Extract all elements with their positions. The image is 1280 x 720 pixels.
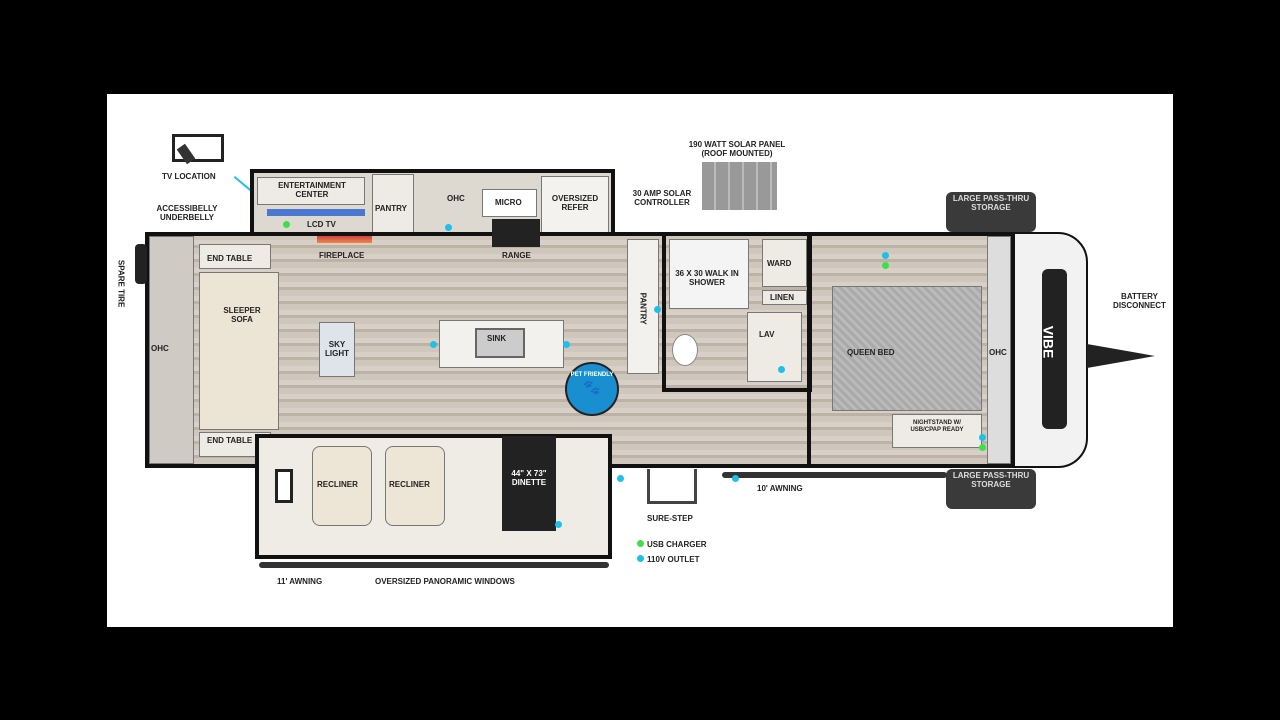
ohc-rear-label: OHC [151, 344, 169, 353]
storage-top-label: Large Pass-Thru Storage [952, 194, 1030, 212]
legend-usb-label: USB Charger [647, 540, 707, 549]
outlet-icon [979, 434, 986, 441]
front-window [1042, 269, 1067, 429]
lavatory [747, 312, 802, 382]
sure-step-label: Sure-Step [647, 514, 693, 523]
refer-label: Oversized Refer [551, 194, 599, 213]
outlet-icon [617, 475, 624, 482]
end-table-top-label: End Table [207, 254, 253, 263]
front-ohc [987, 236, 1011, 464]
storage-top: Large Pass-Thru Storage [946, 192, 1036, 232]
floorplan-panel: TV Location Accessibelly Underbelly Ente… [107, 94, 1173, 627]
outlet-legend-icon [637, 555, 644, 562]
fireplace-label: Fireplace [319, 251, 365, 260]
fireplace-graphic [317, 236, 372, 243]
shower-label: 36 x 30 Walk In Shower [675, 269, 739, 288]
legend-outlet-label: 110V Outlet [647, 555, 700, 564]
sleeper-sofa [199, 272, 279, 430]
ohc-kitchen-label: OHC [447, 194, 465, 203]
sleeper-sofa-label: Sleeper Sofa [223, 306, 261, 325]
shower [669, 239, 749, 309]
queen-bed [832, 286, 982, 411]
spare-tire-label: Spare Tire [116, 259, 126, 308]
slideout-door [275, 469, 293, 503]
spare-tire-icon [135, 244, 147, 284]
lav-label: Lav [759, 330, 775, 339]
linen [762, 290, 807, 305]
pantry-2-label: Pantry [638, 292, 648, 325]
solar-panel-icon [702, 162, 777, 210]
usb-charger-icon [283, 221, 290, 228]
outlet-icon [555, 521, 562, 528]
tv-location-label: TV Location [162, 172, 216, 181]
panoramic-windows-label: Oversized Panoramic Windows [375, 577, 515, 586]
outlet-icon [882, 252, 889, 259]
pet-friendly-badge: Pet Friendly🐾 [565, 362, 619, 416]
solar-panel-label: 190 Watt Solar Panel (Roof Mounted) [688, 140, 786, 159]
storage-bottom-label: Large Pass-Thru Storage [952, 471, 1030, 489]
outlet-icon [732, 475, 739, 482]
sky-light-label: Sky Light [325, 340, 349, 359]
bedroom-wall [807, 232, 811, 468]
lcd-tv-label: LCD TV [307, 220, 336, 229]
range-label: Range [502, 251, 531, 260]
toilet [672, 334, 698, 366]
awning-11-label: 11' Awning [277, 577, 323, 586]
sky-light [319, 322, 355, 377]
nightstand [892, 414, 982, 448]
end-table-top [199, 244, 271, 269]
awning-11-bar [259, 562, 609, 568]
wardrobe-label: Ward [767, 259, 792, 268]
usb-charger-icon [882, 262, 889, 269]
lcd-tv [267, 209, 365, 216]
refrigerator [541, 176, 609, 234]
nightstand-label: Nightstand w/ USB/Cpap Ready [910, 420, 964, 433]
range [492, 219, 540, 247]
outlet-icon [430, 341, 437, 348]
entertainment-label: Entertainment Center [278, 181, 346, 200]
recliner-1 [312, 446, 372, 526]
recliner-2-label: Recliner [389, 480, 430, 489]
brand-logo: Vibe [1040, 325, 1057, 359]
sink-label: Sink [487, 334, 507, 343]
hitch [1087, 344, 1155, 368]
tv-icon [172, 134, 224, 165]
dinette-table [502, 436, 556, 531]
recliner-2 [385, 446, 445, 526]
microwave [482, 189, 537, 217]
accessibelly-label: Accessibelly Underbelly [156, 204, 218, 223]
micro-label: Micro [495, 198, 522, 207]
outlet-icon [654, 306, 661, 313]
outlet-icon [563, 341, 570, 348]
storage-bottom: Large Pass-Thru Storage [946, 469, 1036, 509]
usb-charger-legend-icon [637, 540, 644, 547]
outlet-icon [778, 366, 785, 373]
queen-bed-label: Queen Bed [847, 348, 895, 357]
outlet-icon [445, 224, 452, 231]
entertainment-center [257, 177, 365, 205]
dinette-label: 44" X 73" Dinette [511, 469, 547, 488]
linen-label: Linen [770, 293, 794, 302]
battery-disconnect-label: Battery Disconnect [1113, 292, 1166, 311]
pet-friendly-label: Pet Friendly [570, 372, 614, 378]
end-table-bottom-label: End Table [207, 436, 253, 445]
ohc-front-label: OHC [989, 348, 1007, 357]
wardrobe [762, 239, 807, 287]
rear-ohc [149, 236, 194, 464]
solar-controller-label: 30 Amp Solar Controller [632, 189, 692, 208]
usb-charger-icon [979, 444, 986, 451]
recliner-1-label: Recliner [317, 480, 358, 489]
sure-step-icon [647, 469, 697, 504]
pantry-label: Pantry [375, 204, 407, 213]
sink [475, 328, 525, 358]
awning-10-bar [722, 472, 947, 478]
awning-10-label: 10' Awning [757, 484, 803, 493]
